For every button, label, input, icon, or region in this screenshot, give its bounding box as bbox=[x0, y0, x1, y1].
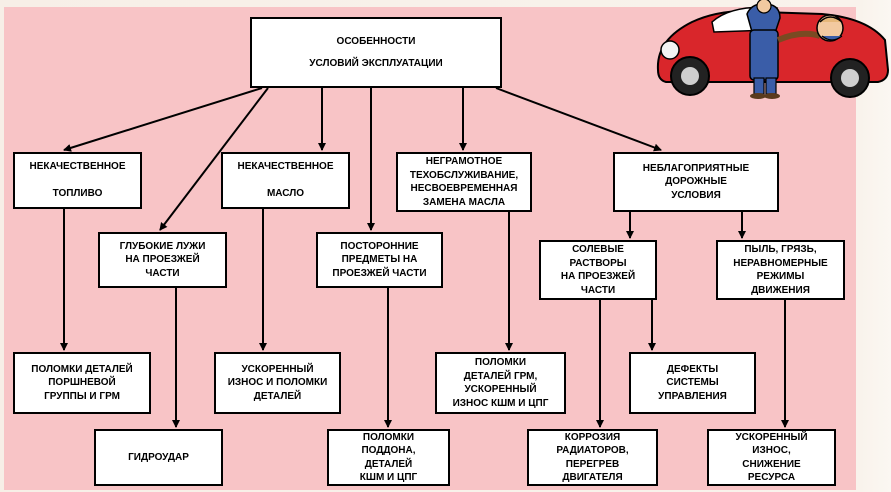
node-timing-label: ПОЛОМКИ ДЕТАЛЕЙ ГРМ, УСКОРЕННЫЙ ИЗНОС КШ… bbox=[452, 357, 549, 409]
arrow-root-fuel bbox=[63, 87, 263, 152]
node-steering-label: ДЕФЕКТЫ СИСТЕМЫ УПРАВЛЕНИЯ bbox=[658, 363, 727, 402]
node-hydro: ГИДРОУДАР bbox=[94, 429, 223, 486]
node-pan-label: ПОЛОМКИ ПОДДОНА, ДЕТАЛЕЙ КШМ И ЦПГ bbox=[359, 431, 418, 484]
node-steering: ДЕФЕКТЫ СИСТЕМЫ УПРАВЛЕНИЯ bbox=[629, 352, 756, 414]
node-fuel: НЕКАЧЕСТВЕННОЕ ТОПЛИВО bbox=[13, 152, 142, 209]
node-road: НЕБЛАГОПРИЯТНЫЕ ДОРОЖНЫЕ УСЛОВИЯ bbox=[613, 152, 779, 212]
node-salt-label: СОЛЕВЫЕ РАСТВОРЫ НА ПРОЕЗЖЕЙ ЧАСТИ bbox=[560, 244, 636, 296]
node-wear-label: УСКОРЕННЫЙ ИЗНОС И ПОЛОМКИ ДЕТАЛЕЙ bbox=[227, 363, 328, 402]
node-foreign: ПОСТОРОННИЕ ПРЕДМЕТЫ НА ПРОЕЗЖЕЙ ЧАСТИ bbox=[316, 232, 443, 288]
node-puddles: ГЛУБОКИЕ ЛУЖИ НА ПРОЕЗЖЕЙ ЧАСТИ bbox=[98, 232, 227, 288]
node-wear: УСКОРЕННЫЙ ИЗНОС И ПОЛОМКИ ДЕТАЛЕЙ bbox=[214, 352, 341, 414]
node-salt: СОЛЕВЫЕ РАСТВОРЫ НА ПРОЕЗЖЕЙ ЧАСТИ bbox=[539, 240, 657, 300]
arrow-root-puddles bbox=[159, 87, 269, 231]
node-dust: ПЫЛЬ, ГРЯЗЬ, НЕРАВНОМЕРНЫЕ РЕЖИМЫ ДВИЖЕН… bbox=[716, 240, 845, 300]
node-fuel-label: НЕКАЧЕСТВЕННОЕ ТОПЛИВО bbox=[29, 161, 126, 200]
node-resource: УСКОРЕННЫЙ ИЗНОС, СНИЖЕНИЕ РЕСУРСА bbox=[707, 429, 836, 486]
node-piston-label: ПОЛОМКИ ДЕТАЛЕЙ ПОРШНЕВОЙ ГРУППЫ И ГРМ bbox=[31, 363, 133, 402]
mechanic-car-illustration bbox=[656, 0, 890, 99]
node-pan: ПОЛОМКИ ПОДДОНА, ДЕТАЛЕЙ КШМ И ЦПГ bbox=[327, 429, 450, 486]
node-hydro-label: ГИДРОУДАР bbox=[128, 451, 189, 463]
node-piston: ПОЛОМКИ ДЕТАЛЕЙ ПОРШНЕВОЙ ГРУППЫ И ГРМ bbox=[13, 352, 151, 414]
node-puddles-label: ГЛУБОКИЕ ЛУЖИ НА ПРОЕЗЖЕЙ ЧАСТИ bbox=[119, 240, 206, 279]
node-timing: ПОЛОМКИ ДЕТАЛЕЙ ГРМ, УСКОРЕННЫЙ ИЗНОС КШ… bbox=[435, 352, 566, 414]
node-corrosion: КОРРОЗИЯ РАДИАТОРОВ, ПЕРЕГРЕВ ДВИГАТЕЛЯ bbox=[527, 429, 658, 486]
root-subtitle: условий эксплуатации bbox=[309, 57, 443, 69]
node-resource-label: УСКОРЕННЫЙ ИЗНОС, СНИЖЕНИЕ РЕСУРСА bbox=[735, 431, 808, 484]
node-foreign-label: ПОСТОРОННИЕ ПРЕДМЕТЫ НА ПРОЕЗЖЕЙ ЧАСТИ bbox=[332, 240, 427, 279]
root-title: ОСОБЕННОСТИ bbox=[336, 36, 416, 47]
node-maintenance-label: НЕГРАМОТНОЕ ТЕХОБСЛУЖИВАНИЕ, НЕСВОЕВРЕМЕ… bbox=[409, 156, 519, 208]
node-corrosion-label: КОРРОЗИЯ РАДИАТОРОВ, ПЕРЕГРЕВ ДВИГАТЕЛЯ bbox=[556, 431, 629, 484]
node-maintenance: НЕГРАМОТНОЕ ТЕХОБСЛУЖИВАНИЕ, НЕСВОЕВРЕМЕ… bbox=[396, 152, 532, 212]
root-box: ОСОБЕННОСТИ условий эксплуатации bbox=[250, 17, 502, 88]
arrow-root-road bbox=[495, 87, 662, 152]
node-road-label: НЕБЛАГОПРИЯТНЫЕ ДОРОЖНЫЕ УСЛОВИЯ bbox=[642, 162, 750, 201]
node-oil-label: НЕКАЧЕСТВЕННОЕ МАСЛО bbox=[237, 161, 334, 200]
node-dust-label: ПЫЛЬ, ГРЯЗЬ, НЕРАВНОМЕРНЫЕ РЕЖИМЫ ДВИЖЕН… bbox=[733, 244, 828, 296]
node-oil: НЕКАЧЕСТВЕННОЕ МАСЛО bbox=[221, 152, 350, 209]
